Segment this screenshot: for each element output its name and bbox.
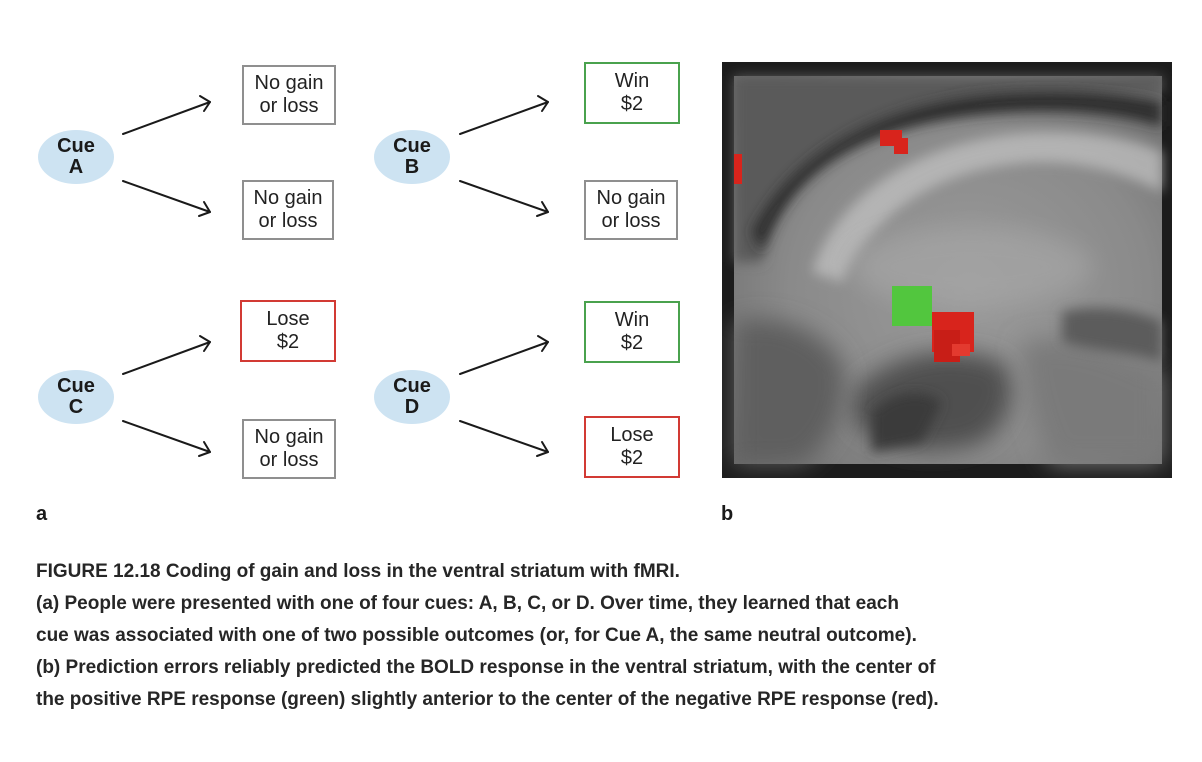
- outcome-d-bottom: Lose $2: [584, 416, 680, 478]
- arrow-a-bottom: [122, 180, 211, 217]
- cue-d-word: Cue: [393, 375, 431, 397]
- outcome-text-1: No gain: [254, 426, 324, 448]
- cue-d: Cue D: [374, 370, 450, 424]
- caption-line-4: (b) Prediction errors reliably predicted…: [36, 657, 936, 678]
- cue-c-letter: C: [68, 396, 84, 418]
- outcome-text-2: $2: [620, 447, 644, 469]
- cue-a-letter: A: [68, 156, 84, 178]
- cue-c-word: Cue: [57, 375, 95, 397]
- brain-slice-svg: [734, 76, 1162, 464]
- activation-green-positive-rpe: [892, 286, 932, 326]
- outcome-text-1: Lose: [266, 308, 310, 330]
- outcome-text-2: $2: [620, 93, 644, 115]
- panel-a-label: a: [36, 503, 48, 525]
- outcome-text-1: Win: [614, 309, 650, 331]
- arrow-b-bottom: [459, 180, 549, 217]
- outcome-b-bottom: No gain or loss: [584, 180, 678, 240]
- caption-line-5: the positive RPE response (green) slight…: [36, 689, 939, 710]
- cue-c: Cue C: [38, 370, 114, 424]
- outcome-text-1: Lose: [610, 424, 654, 446]
- outcome-a-top: No gain or loss: [242, 65, 336, 125]
- fmri-brain-image: [722, 62, 1172, 478]
- outcome-c-top: Lose $2: [240, 300, 336, 362]
- outcome-text-2: or loss: [258, 210, 318, 232]
- outcome-text-1: No gain: [596, 187, 666, 209]
- cue-b-letter: B: [404, 156, 420, 178]
- outcome-text-2: or loss: [601, 210, 661, 232]
- outcome-text-1: Win: [614, 70, 650, 92]
- arrow-d-bottom: [459, 420, 549, 457]
- cue-b: Cue B: [374, 130, 450, 184]
- outcome-a-bottom: No gain or loss: [242, 180, 334, 240]
- cue-a: Cue A: [38, 130, 114, 184]
- cue-d-letter: D: [404, 396, 420, 418]
- caption-line-3: cue was associated with one of two possi…: [36, 625, 917, 646]
- caption-line-2: (a) People were presented with one of fo…: [36, 593, 899, 614]
- arrow-a-top: [122, 95, 211, 135]
- outcome-c-bottom: No gain or loss: [242, 419, 336, 479]
- arrow-d-top: [459, 335, 549, 375]
- arrows-layer: [122, 95, 549, 457]
- panel-b-label: b: [721, 503, 734, 525]
- outcome-text-2: or loss: [259, 449, 319, 471]
- outcome-text-2: $2: [620, 332, 644, 354]
- cue-a-word: Cue: [57, 135, 95, 157]
- outcome-text-2: $2: [276, 331, 300, 353]
- arrow-b-top: [459, 95, 549, 135]
- outcome-text-1: No gain: [254, 72, 324, 94]
- outcome-b-top: Win $2: [584, 62, 680, 124]
- activation-red-edge: [734, 154, 742, 184]
- arrow-c-top: [122, 335, 211, 375]
- outcome-text-2: or loss: [259, 95, 319, 117]
- figure-caption: FIGURE 12.18 Coding of gain and loss in …: [36, 556, 1166, 716]
- outcome-text-1: No gain: [253, 187, 323, 209]
- cue-b-word: Cue: [393, 135, 431, 157]
- caption-title: FIGURE 12.18 Coding of gain and loss in …: [36, 561, 680, 582]
- outcome-d-top: Win $2: [584, 301, 680, 363]
- arrow-c-bottom: [122, 420, 211, 457]
